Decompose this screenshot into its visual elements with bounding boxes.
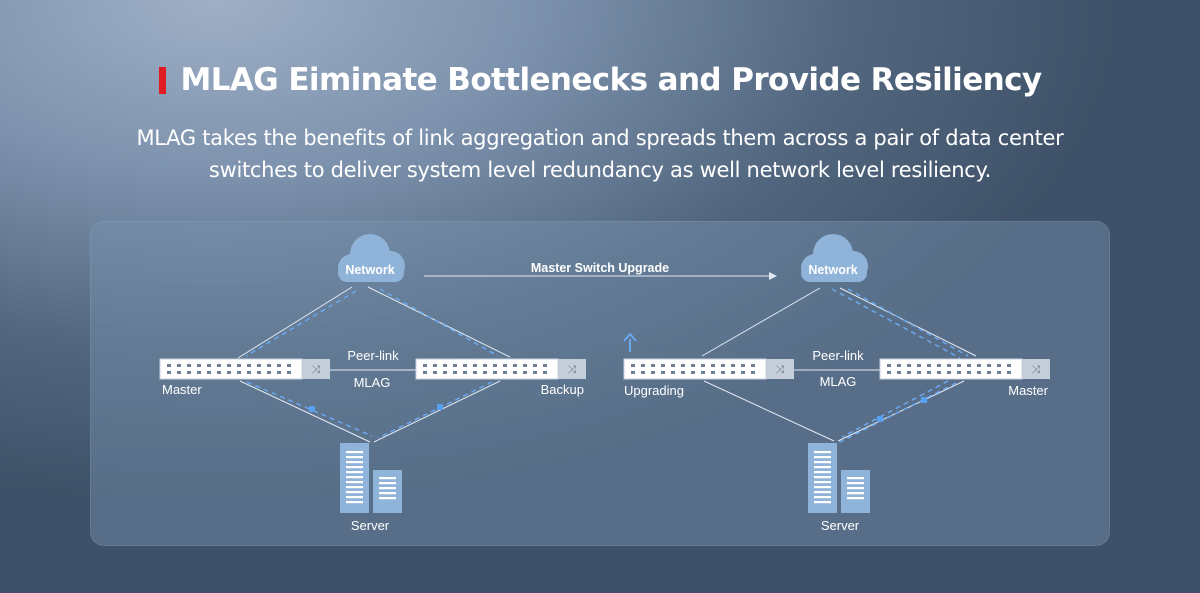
link-dashed bbox=[379, 288, 499, 357]
subtitle-line-1: MLAG takes the benefits of link aggregat… bbox=[136, 126, 1064, 150]
page-subtitle: MLAG takes the benefits of link aggregat… bbox=[100, 122, 1100, 186]
master-switch: ⤨ bbox=[159, 358, 330, 380]
traffic-marker bbox=[921, 397, 927, 403]
right-topology: Network ⤨ Upgrading ⤨ Master Peer-link M… bbox=[623, 234, 1050, 533]
traffic-marker bbox=[877, 416, 883, 422]
switch-ports bbox=[887, 364, 1011, 374]
arrow-up-icon bbox=[623, 332, 637, 352]
link-solid bbox=[239, 380, 371, 443]
link-solid bbox=[701, 287, 821, 357]
link-solid bbox=[373, 380, 501, 443]
link-dashed bbox=[831, 288, 961, 359]
link-dashed bbox=[837, 382, 957, 444]
shuffle-icon: ⤨ bbox=[568, 363, 577, 376]
link-solid bbox=[703, 380, 835, 442]
peer-link-label: Peer-link bbox=[347, 348, 399, 363]
link-dashed bbox=[246, 381, 373, 437]
server-slots bbox=[814, 451, 864, 504]
switch-label: Upgrading bbox=[624, 383, 684, 398]
page-title: MLAG Eiminate Bottlenecks and Provide Re… bbox=[180, 62, 1043, 98]
switch-ports bbox=[423, 364, 547, 374]
headline: MLAG Eiminate Bottlenecks and Provide Re… bbox=[0, 62, 1200, 98]
switch-label: Backup bbox=[541, 382, 584, 397]
subtitle-line-2: switches to deliver system level redunda… bbox=[208, 158, 992, 182]
cloud-label: Network bbox=[345, 263, 394, 277]
traffic-marker bbox=[437, 404, 443, 410]
server-label: Server bbox=[351, 518, 390, 533]
switch-ports bbox=[167, 364, 291, 374]
left-topology: Network ⤨ Master ⤨ Backup Peer-link MLAG… bbox=[159, 234, 586, 533]
master-switch: ⤨ bbox=[879, 358, 1050, 380]
link-dashed bbox=[377, 381, 493, 439]
switch-label: Master bbox=[1008, 383, 1048, 398]
link-dashed bbox=[847, 288, 969, 357]
diagram-panel bbox=[90, 221, 1110, 546]
shuffle-icon: ⤨ bbox=[776, 363, 785, 376]
peer-link-label: Peer-link bbox=[812, 348, 864, 363]
link-solid bbox=[237, 286, 353, 359]
shuffle-icon: ⤨ bbox=[312, 363, 321, 376]
link-dashed bbox=[841, 380, 949, 438]
cloud-label: Network bbox=[808, 263, 857, 277]
server-icon bbox=[808, 443, 870, 513]
link-solid bbox=[839, 287, 977, 357]
transition-label: Master Switch Upgrade bbox=[531, 261, 669, 275]
link-dashed bbox=[245, 290, 357, 357]
accent-bar bbox=[158, 66, 166, 94]
mlag-label: MLAG bbox=[354, 375, 391, 390]
traffic-marker bbox=[309, 406, 315, 412]
transition-arrow: Master Switch Upgrade bbox=[424, 261, 777, 280]
switch-label: Master bbox=[162, 382, 202, 397]
switch-ports bbox=[631, 364, 755, 374]
server-slots bbox=[346, 451, 396, 504]
backup-switch: ⤨ bbox=[415, 358, 586, 380]
mlag-label: MLAG bbox=[820, 374, 857, 389]
shuffle-icon: ⤨ bbox=[1032, 363, 1041, 376]
upgrading-switch: ⤨ bbox=[623, 358, 794, 380]
server-label: Server bbox=[821, 518, 860, 533]
server-icon bbox=[340, 443, 402, 513]
link-solid bbox=[837, 380, 965, 442]
